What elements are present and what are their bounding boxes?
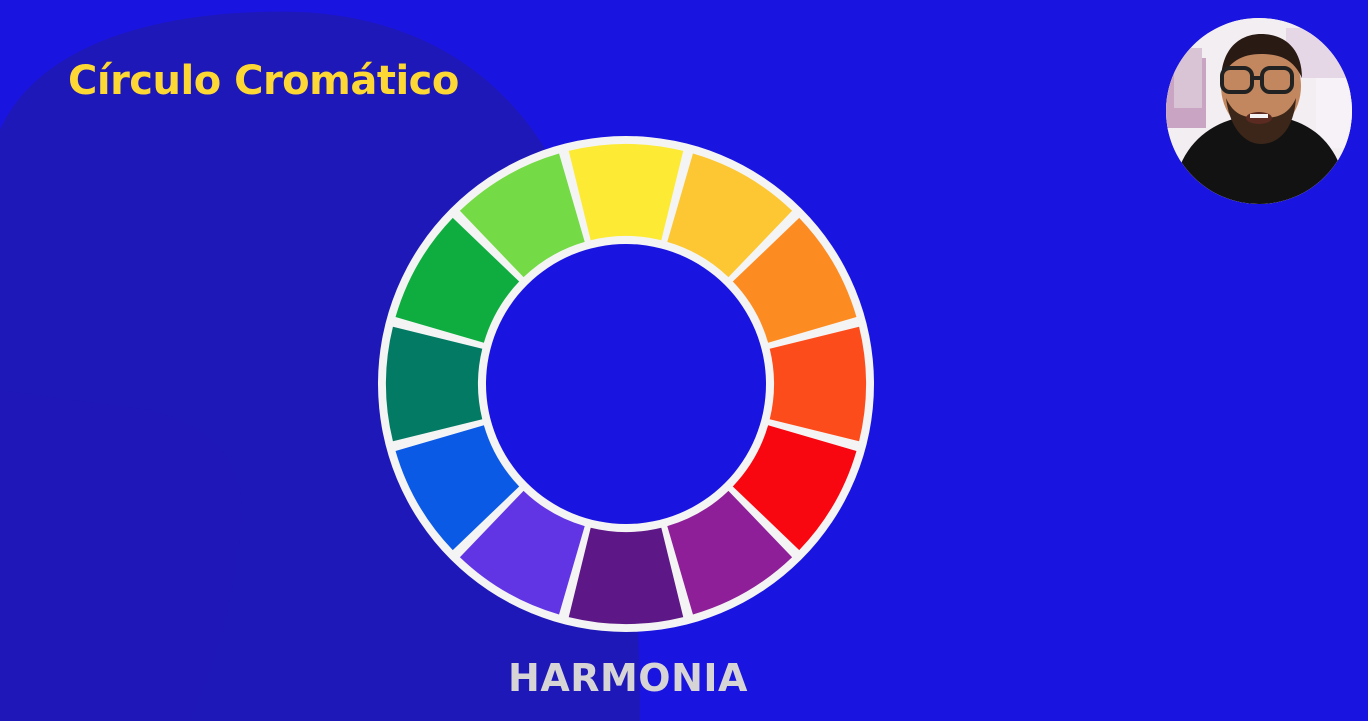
harmonia-label: HARMONIA <box>508 656 748 700</box>
wheel-segment-blue-green <box>386 326 483 442</box>
wheel-segment-blue <box>395 425 520 551</box>
wheel-segments <box>386 144 866 624</box>
wheel-segment-blue-violet <box>459 490 585 615</box>
wheel-segment-yellow <box>568 144 684 241</box>
wheel-segment-yellow-green <box>459 153 585 278</box>
wheel-segment-yellow-orange <box>667 153 793 278</box>
presenter-webcam-icon <box>1166 18 1352 204</box>
page-title: Círculo Cromático <box>68 58 459 104</box>
wheel-segment-red <box>732 425 857 551</box>
wheel-segment-red-violet <box>667 490 793 615</box>
color-wheel <box>378 136 874 632</box>
wheel-segment-red-orange <box>769 326 866 442</box>
wheel-segment-orange <box>732 217 857 343</box>
wheel-segment-green <box>395 217 520 343</box>
wheel-segment-violet <box>568 527 684 624</box>
wheel-center <box>486 244 766 524</box>
